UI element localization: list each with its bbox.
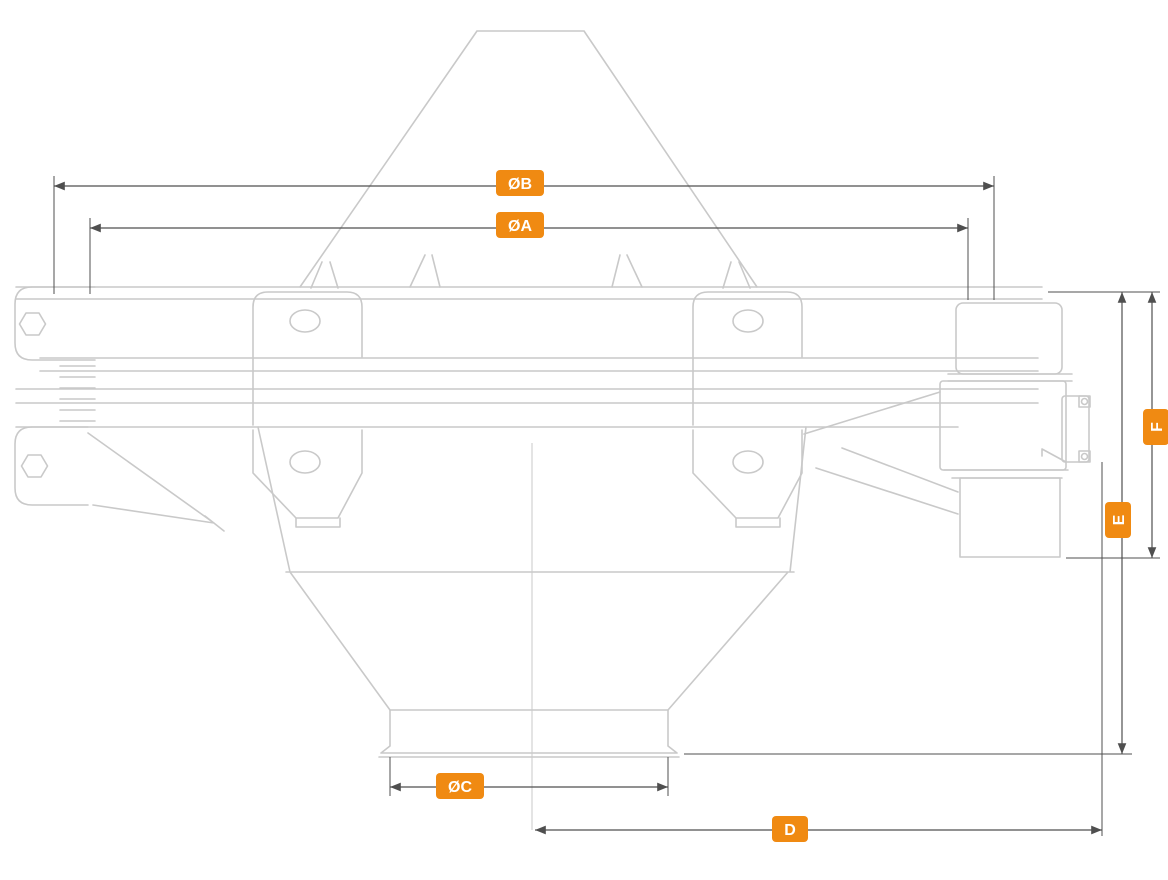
left-clamp (252, 291, 363, 528)
dim-label-d: D (772, 816, 808, 842)
actuator-side-flange (1061, 395, 1090, 463)
left-clamp-upper-bolt-hole (289, 309, 321, 333)
hopper-cone-lines (257, 426, 807, 711)
left-clamp-foot (295, 517, 341, 528)
dim-label-e: E (1105, 502, 1131, 538)
left-clamp-lower-yoke (252, 429, 363, 519)
actuator-lower-cylinder (959, 477, 1061, 558)
actuator-side-bolt-bottom (1078, 450, 1091, 463)
ring-left-upper-cap (14, 286, 96, 361)
dim-label-d-box (772, 816, 808, 842)
right-clamp-upper-bolt-hole (732, 309, 764, 333)
dim-label-a-text: ØA (508, 218, 532, 235)
actuator-upper-housing (955, 302, 1063, 375)
dimension-labels: ØB ØA ØC D E F (436, 170, 1168, 842)
dim-label-f: F (1143, 409, 1168, 445)
upper-cone-lines (299, 30, 758, 289)
ring-left-thread-texture (59, 365, 96, 422)
actuator-side-bolt-top (1078, 395, 1091, 408)
part-outline (14, 30, 1091, 758)
actuator-mid-housing (939, 380, 1067, 471)
dim-label-f-box (1143, 409, 1168, 445)
actuator-bracket-hook (1041, 448, 1067, 463)
dim-label-c: ØC (436, 773, 484, 799)
dim-label-c-box (436, 773, 484, 799)
dim-label-f-text: F (1149, 422, 1166, 432)
dim-label-b-box (496, 170, 544, 196)
dimensions (53, 176, 1160, 836)
left-clamp-lower-bolt-hole (289, 450, 321, 474)
dim-label-a-box (496, 212, 544, 238)
dim-label-d-text: D (784, 822, 796, 839)
mounting-ring (14, 286, 1043, 532)
dim-label-b: ØB (496, 170, 544, 196)
dim-label-e-box (1105, 502, 1131, 538)
right-clamp (692, 291, 959, 528)
actuator-side-bolt-top-hole (1080, 397, 1089, 406)
right-clamp-lower-yoke (692, 429, 803, 519)
actuator-flange-lower (943, 469, 1069, 479)
ring-left-gusset (87, 432, 225, 532)
right-clamp-lower-bolt-hole (732, 450, 764, 474)
lower-hopper (257, 426, 807, 758)
dim-label-a: ØA (496, 212, 544, 238)
actuator-flange-upper (947, 373, 1073, 382)
extension-lines (53, 176, 1160, 836)
ring-left-lower-cap (14, 426, 89, 506)
dim-label-e-text: E (1111, 514, 1128, 525)
left-clamp-upper-yoke (252, 291, 363, 426)
dim-label-b-text: ØB (508, 176, 532, 193)
ring-left-upper-bolt-hex (18, 312, 47, 336)
ring-band-lines (15, 286, 1043, 428)
actuator-assembly (939, 302, 1091, 558)
outlet-cylinder (378, 709, 680, 758)
right-support-arm (803, 391, 959, 515)
dim-label-c-text: ØC (448, 779, 472, 796)
ring-left-lower-bolt-hex (20, 454, 49, 478)
upper-cone (299, 30, 758, 289)
right-clamp-foot (735, 517, 781, 528)
right-clamp-upper-yoke (692, 291, 803, 426)
actuator-side-bolt-bottom-hole (1080, 452, 1089, 461)
